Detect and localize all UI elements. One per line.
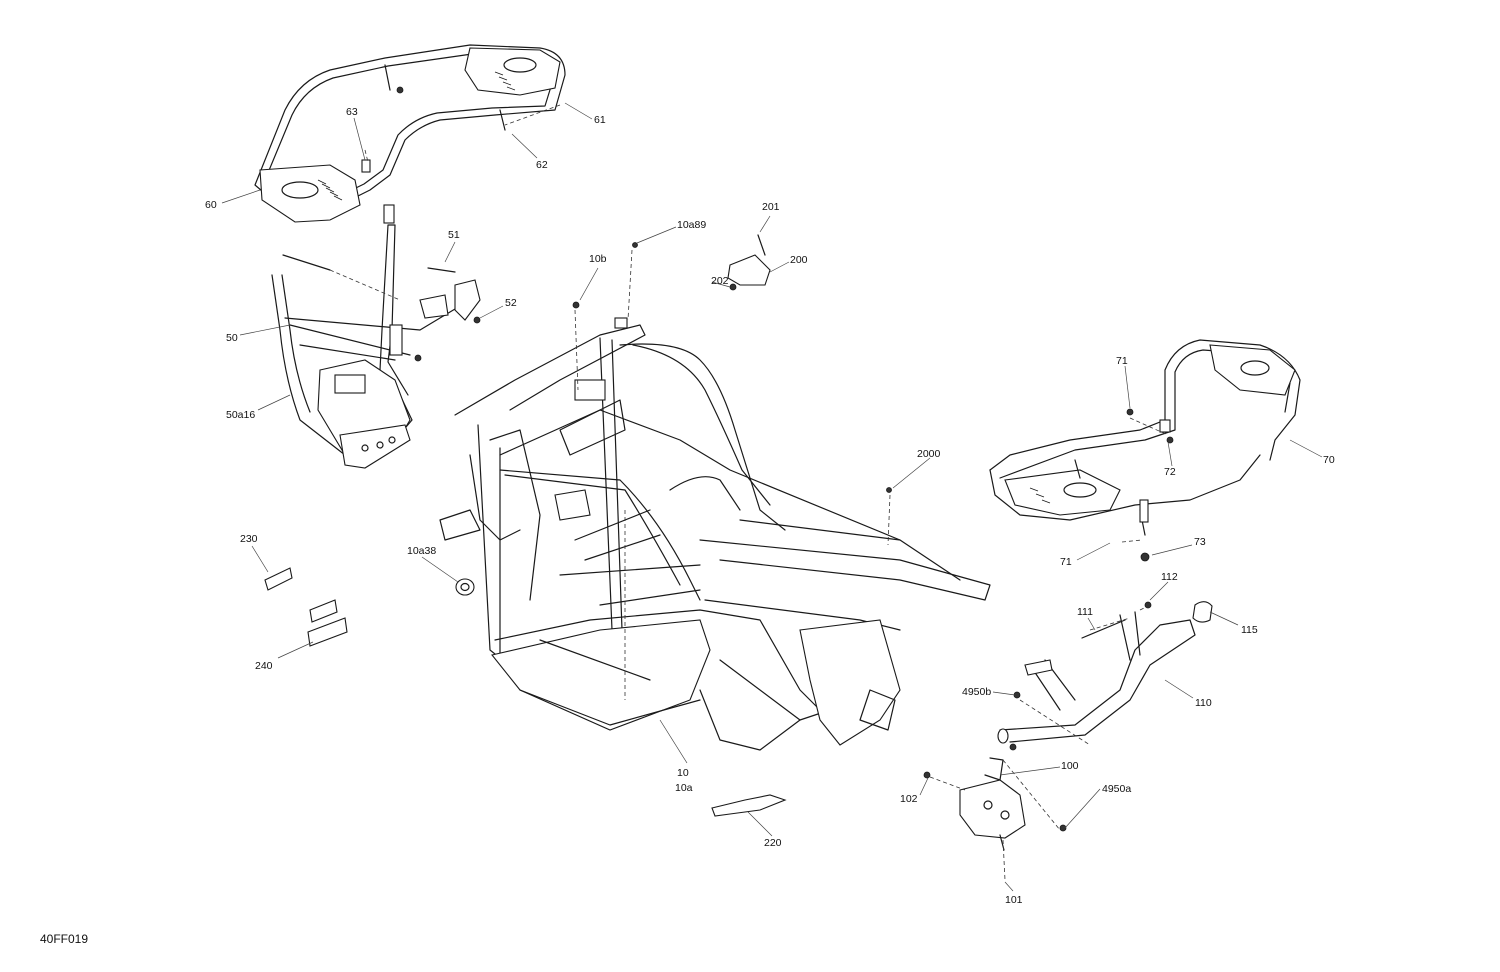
callout-111: 111	[1077, 606, 1093, 618]
callout-50: 50	[226, 332, 238, 344]
callout-50a16: 50a16	[226, 409, 255, 421]
callout-10: 10	[677, 767, 689, 779]
callout-73: 73	[1194, 536, 1206, 548]
callout-201: 201	[762, 201, 780, 213]
callout-61: 61	[594, 114, 606, 126]
callout-labels: 60 61 62 63 50 50a16 51 52 10a89 10b 201…	[205, 106, 1335, 906]
callout-200: 200	[790, 254, 808, 266]
bracket-100	[923, 757, 1067, 851]
callout-115: 115	[1241, 624, 1258, 636]
callout-110: 110	[1195, 697, 1212, 709]
callout-4950b: 4950b	[962, 686, 991, 698]
callout-102: 102	[900, 793, 918, 805]
callout-71-top: 71	[1116, 355, 1128, 367]
alignment-lines	[329, 104, 1169, 881]
callout-10a: 10a	[675, 782, 693, 794]
callout-101: 101	[1005, 894, 1023, 906]
rear-rack	[989, 339, 1301, 562]
front-rack	[254, 44, 566, 224]
callout-60: 60	[205, 199, 217, 211]
main-frame	[439, 317, 991, 751]
callout-100: 100	[1061, 760, 1079, 772]
callout-10a38: 10a38	[407, 545, 436, 557]
callout-63: 63	[346, 106, 358, 118]
callout-10b: 10b	[589, 253, 607, 265]
front-support-frame	[271, 224, 481, 469]
callout-70: 70	[1323, 454, 1335, 466]
callout-240: 240	[255, 660, 273, 672]
callout-72: 72	[1164, 466, 1176, 478]
leader-lines	[221, 102, 1323, 892]
callout-4950a: 4950a	[1102, 783, 1131, 795]
rear-bumper	[997, 601, 1213, 744]
drawing-code: 40FF019	[40, 932, 89, 946]
callout-112: 112	[1161, 571, 1178, 583]
callout-2000: 2000	[917, 448, 941, 460]
loose-parts	[264, 242, 1017, 817]
callout-71-bottom: 71	[1060, 556, 1072, 568]
callout-202: 202	[711, 275, 729, 287]
callout-52: 52	[505, 297, 517, 309]
callout-230: 230	[240, 533, 258, 545]
callout-51: 51	[448, 229, 460, 241]
callout-62: 62	[536, 159, 548, 171]
callout-10a89: 10a89	[677, 219, 706, 231]
bracket-200	[727, 234, 771, 291]
callout-220: 220	[764, 837, 782, 849]
